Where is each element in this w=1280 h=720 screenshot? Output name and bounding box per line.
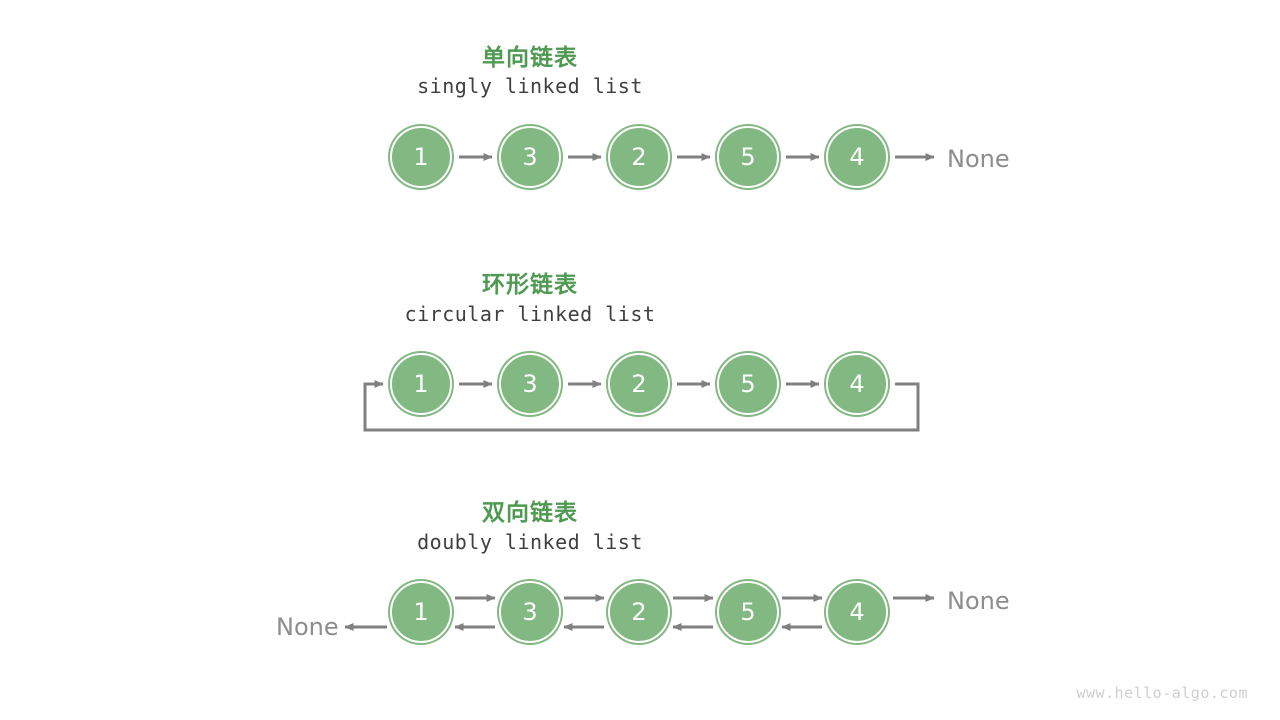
node: 1 <box>390 353 452 415</box>
node: 4 <box>826 581 888 643</box>
node: 5 <box>717 353 779 415</box>
watermark: www.hello-algo.com <box>1076 684 1248 702</box>
section-title-singly: 单向链表 <box>482 45 578 71</box>
node: 2 <box>608 353 670 415</box>
node: 5 <box>717 581 779 643</box>
none-label-tail-doubly: None <box>947 587 1010 615</box>
none-label-head-doubly: None <box>276 613 339 641</box>
node: 4 <box>826 353 888 415</box>
section-subtitle-doubly: doubly linked list <box>417 530 643 554</box>
node: 3 <box>499 581 561 643</box>
section-subtitle-singly: singly linked list <box>417 74 643 98</box>
node: 2 <box>608 581 670 643</box>
node: 1 <box>390 126 452 188</box>
node: 1 <box>390 581 452 643</box>
node: 5 <box>717 126 779 188</box>
section-title-circular: 环形链表 <box>482 272 578 298</box>
node: 2 <box>608 126 670 188</box>
section-title-doubly: 双向链表 <box>482 500 578 526</box>
node: 3 <box>499 126 561 188</box>
node: 3 <box>499 353 561 415</box>
section-subtitle-circular: circular linked list <box>404 302 656 326</box>
node: 4 <box>826 126 888 188</box>
none-label-tail-singly: None <box>947 145 1010 173</box>
